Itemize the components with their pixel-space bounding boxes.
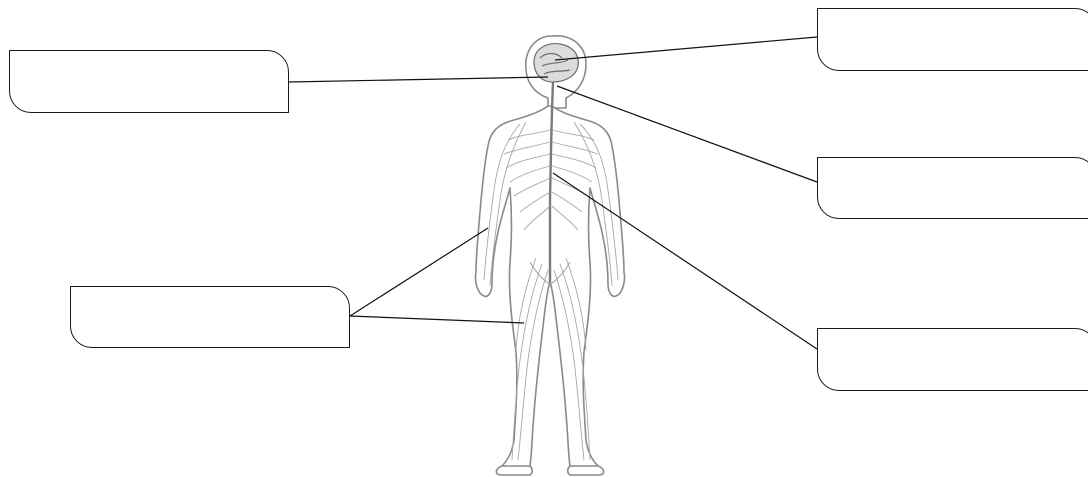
label-box-right-1[interactable] [817,8,1088,71]
leader-line-left-top [289,77,548,82]
label-box-left-top[interactable] [9,50,289,113]
label-box-left-bottom[interactable] [70,286,350,348]
leader-line-left-bottom-b [350,316,524,323]
leader-line-right-2 [557,86,817,182]
leader-line-right-3 [553,173,817,349]
leader-line-left-bottom-a [350,228,488,316]
leader-line-right-1 [555,37,817,60]
label-box-right-3[interactable] [817,328,1088,391]
label-box-right-2[interactable] [817,157,1088,219]
